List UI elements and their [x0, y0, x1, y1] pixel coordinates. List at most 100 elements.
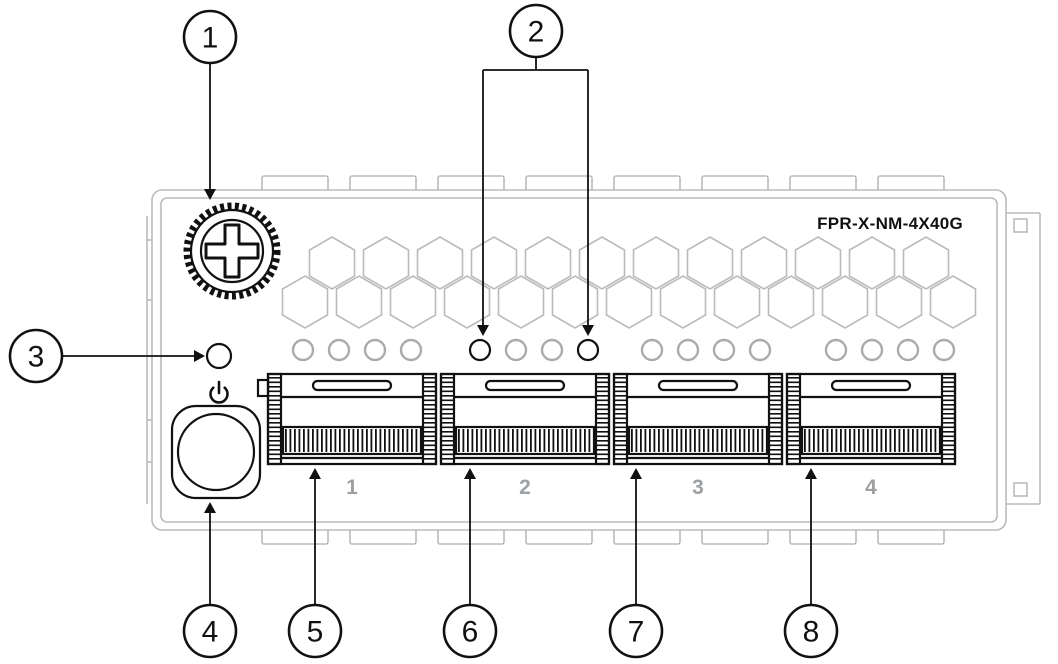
callout-number: 1	[202, 22, 219, 55]
callout-3: 3	[8, 328, 64, 384]
status-led	[399, 338, 423, 362]
arrowhead-up-icon	[805, 468, 817, 479]
status-led	[860, 338, 884, 362]
right-bracket-screw-hole	[1013, 482, 1028, 497]
status-led	[363, 338, 387, 362]
status-led	[640, 338, 664, 362]
qsfp-port-4	[785, 372, 957, 466]
callout-circle	[442, 603, 498, 659]
callout-4: 4	[182, 603, 238, 659]
top-vent-tab	[789, 175, 857, 192]
bottom-vent-tab	[613, 528, 681, 545]
eject-button-face	[176, 412, 256, 492]
power-icon-arc	[209, 386, 229, 404]
callout-circle	[287, 603, 343, 659]
callout-number: 7	[628, 616, 645, 649]
phillips-cross-icon	[204, 223, 260, 279]
port-latch-slot	[311, 379, 393, 392]
qsfp-port-2	[439, 372, 611, 466]
callout-8: 8	[783, 603, 839, 659]
callout-number: 8	[803, 616, 820, 649]
screw-inner-ring	[199, 218, 265, 284]
qsfp-port-1	[256, 372, 438, 466]
status-led	[748, 338, 772, 362]
port-rail-left	[439, 372, 456, 466]
port-label-2: 2	[519, 476, 531, 499]
port-connector-frame	[800, 425, 942, 456]
bottom-vent-tab	[877, 528, 945, 545]
status-led	[712, 338, 736, 362]
status-led	[540, 338, 564, 362]
module-faceplate	[160, 197, 998, 523]
bottom-vent-tab	[789, 528, 857, 545]
callout-circle	[508, 3, 564, 59]
port-rail-left	[266, 372, 283, 466]
port-label-1: 1	[346, 476, 358, 499]
callout-number: 2	[528, 16, 545, 49]
callout-number: 3	[28, 341, 45, 374]
callout-circle	[783, 603, 839, 659]
callout-circle	[182, 603, 238, 659]
bottom-vent-tab	[437, 528, 505, 545]
eject-button	[170, 404, 262, 500]
arrowhead-up-icon	[630, 468, 642, 479]
port-latch-slot	[484, 379, 566, 392]
port-connector-frame	[281, 425, 423, 456]
port-rail-left	[612, 372, 629, 466]
port-label-4: 4	[865, 476, 877, 499]
power-icon	[209, 380, 229, 404]
model-label: FPR-X-NM-4X40G	[817, 214, 963, 233]
callout-number: 6	[462, 616, 479, 649]
callout-number: 5	[307, 616, 324, 649]
top-vent-tab	[261, 175, 329, 192]
callout-circle	[608, 603, 664, 659]
port-latch-slot	[657, 379, 739, 392]
port-connector-frame	[454, 425, 596, 456]
bottom-vent-tab	[261, 528, 329, 545]
status-led-row	[291, 338, 956, 362]
status-led	[824, 338, 848, 362]
port-latch-slot	[830, 379, 912, 392]
callout-2: 2	[508, 3, 564, 59]
callout-circle	[8, 328, 64, 384]
port-label-3: 3	[692, 476, 704, 499]
top-vent-tab	[525, 175, 593, 192]
port-connector-frame	[627, 425, 769, 456]
arrowhead-down-icon	[582, 325, 594, 336]
callout-number: 4	[202, 616, 219, 649]
status-led	[932, 338, 956, 362]
callout-5: 5	[287, 603, 343, 659]
top-vent-tab	[701, 175, 769, 192]
top-vent-tab	[349, 175, 417, 192]
port-side-tab	[256, 378, 270, 398]
bottom-vent-tab	[701, 528, 769, 545]
port-rail-left	[785, 372, 802, 466]
status-led	[676, 338, 700, 362]
arrowhead-down-icon	[204, 189, 216, 200]
status-led	[896, 338, 920, 362]
callout-circle	[182, 9, 238, 65]
arrowhead-up-icon	[204, 502, 216, 513]
top-vent-tab	[613, 175, 681, 192]
port-status-led	[576, 338, 600, 362]
status-led	[327, 338, 351, 362]
status-led	[504, 338, 528, 362]
port-status-led	[468, 338, 492, 362]
power-led	[205, 342, 233, 370]
bottom-vent-tab	[349, 528, 417, 545]
top-vent-tab	[877, 175, 945, 192]
arrowhead-down-icon	[477, 325, 489, 336]
port-rail-right	[940, 372, 957, 466]
port-rail-right	[767, 372, 784, 466]
captive-screw	[183, 202, 281, 300]
arrowhead-up-icon	[464, 468, 476, 479]
screw-knurled-ring	[183, 202, 281, 300]
port-rail-right	[421, 372, 438, 466]
bottom-vent-tab	[525, 528, 593, 545]
right-bracket-screw-hole	[1013, 218, 1028, 233]
callout-1: 1	[182, 9, 238, 65]
callout-6: 6	[442, 603, 498, 659]
arrowhead-up-icon	[309, 468, 321, 479]
